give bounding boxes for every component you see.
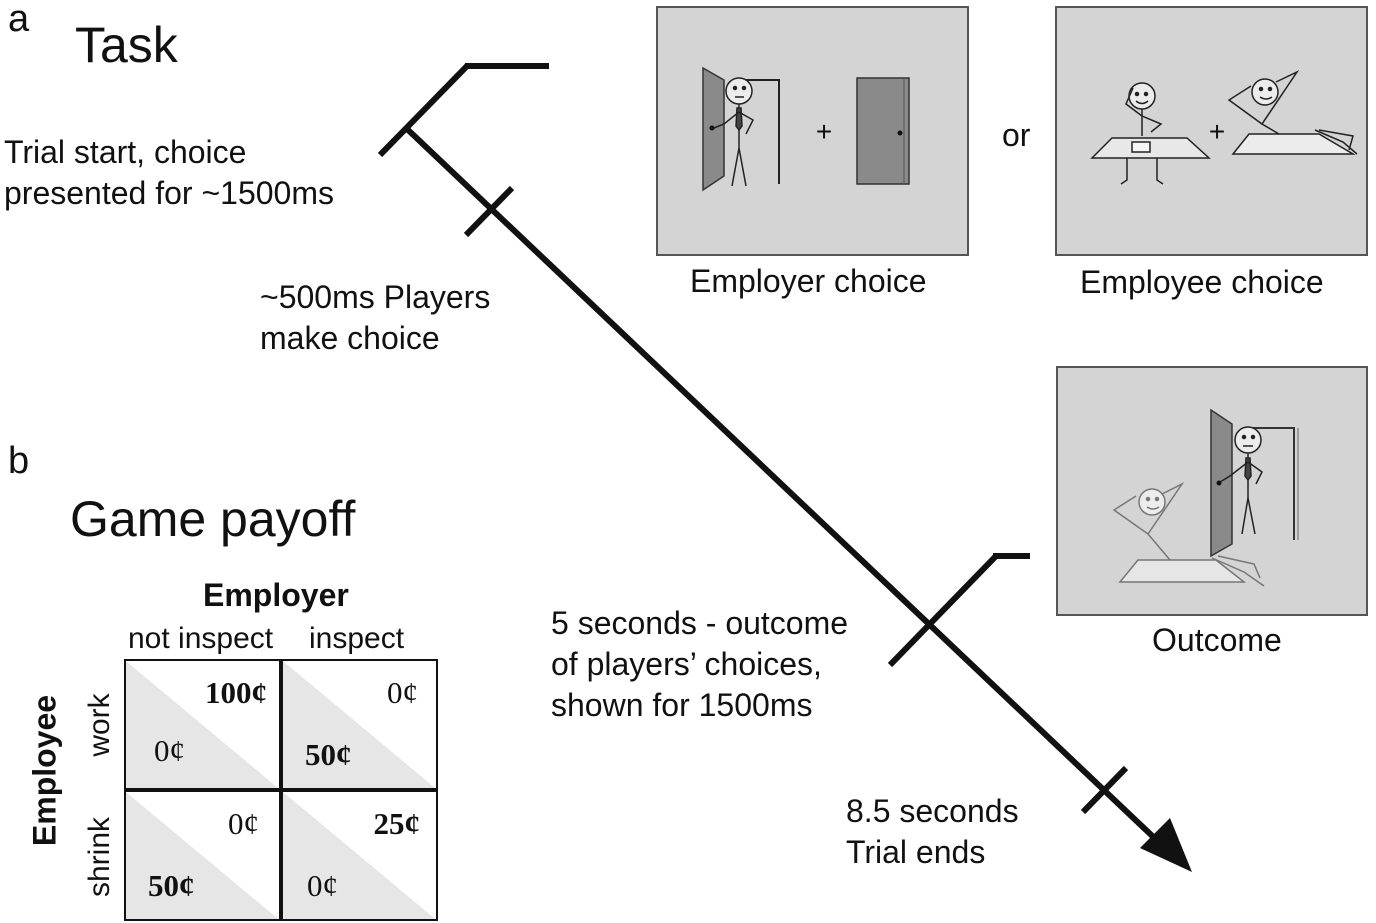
outcome-illustration <box>1112 408 1299 587</box>
timeline-axis <box>403 125 1168 851</box>
payoff-cell-work-inspect: 0¢ 50¢ <box>281 659 438 790</box>
trial-end-label: 8.5 seconds Trial ends <box>846 791 1019 873</box>
timeline-arrowhead <box>1140 818 1192 872</box>
players-choose-line-2: make choice <box>260 320 440 356</box>
shirking-figure-icon <box>1227 70 1358 155</box>
col-label-inspect: inspect <box>309 622 405 655</box>
payoff-cell-shrink-inspect: 25¢ 0¢ <box>281 790 438 921</box>
outcome-timing-line-1: 5 seconds - outcome <box>551 605 849 641</box>
col-label-not-inspect: not inspect <box>128 622 274 655</box>
employer-figure-icon <box>713 77 754 187</box>
payoff-employer-value: 0¢ <box>228 806 259 841</box>
outcome-door-icon <box>1210 408 1299 558</box>
trial-start-line-1: Trial start, choice <box>4 134 247 170</box>
payoff-employee-value: 50¢ <box>148 868 195 903</box>
employee-choice-caption: Employee choice <box>1080 264 1324 300</box>
employer-choice-caption: Employer choice <box>690 263 927 299</box>
trial-start-line-2: presented for ~1500ms <box>4 175 334 211</box>
payoff-employer-value: 25¢ <box>373 806 421 841</box>
tick-trial-end <box>1080 765 1129 815</box>
outcome-caption: Outcome <box>1152 622 1282 658</box>
employee-header: Employee <box>26 694 63 847</box>
players-choose-label: ~500ms Players make choice <box>260 277 490 359</box>
trial-end-line-1: 8.5 seconds <box>846 793 1019 829</box>
trial-start-label: Trial start, choice presented for ~1500m… <box>4 132 334 214</box>
outcome-employer-figure-icon <box>1219 426 1263 535</box>
trial-end-line-2: Trial ends <box>846 834 986 870</box>
row-label-work: work <box>83 693 116 757</box>
tick-players-choice <box>463 185 515 238</box>
row-label-shrink: shrink <box>83 816 116 898</box>
tick-trial-start <box>377 62 471 158</box>
outcome-timing-line-3: shown for 1500ms <box>551 687 813 723</box>
employer-choice-illustration: + <box>702 66 910 192</box>
employer-header: Employer <box>203 577 349 613</box>
panel-a-letter: a <box>8 0 30 40</box>
employer-choice-screen: + <box>656 6 969 256</box>
payoff-matrix: 100¢ 0¢ 0¢ 50¢ 0¢ 50¢ 25¢ 0¢ <box>124 659 438 921</box>
panel-b-title: Game payoff <box>70 491 356 547</box>
employer-fixation-cross: + <box>816 116 832 147</box>
outcome-screen <box>1056 366 1368 616</box>
panel-b-letter: b <box>8 440 30 482</box>
payoff-employee-value: 0¢ <box>307 868 338 903</box>
working-figure-icon <box>1090 82 1211 185</box>
payoff-cell-shrink-not-inspect: 0¢ 50¢ <box>124 790 281 921</box>
outcome-employee-figure-icon <box>1112 482 1265 587</box>
closed-door-icon <box>856 77 910 185</box>
employee-choice-screen: + <box>1055 6 1368 256</box>
payoff-employee-value: 50¢ <box>305 737 352 772</box>
panel-a-title: Task <box>75 17 178 73</box>
payoff-cell-work-not-inspect: 100¢ 0¢ <box>124 659 281 790</box>
payoff-employee-value: 0¢ <box>154 733 185 768</box>
employee-fixation-cross: + <box>1209 116 1225 147</box>
tick-outcome <box>887 553 999 668</box>
employee-choice-illustration: + <box>1090 70 1358 185</box>
open-door-icon <box>702 66 780 192</box>
outcome-timing-line-2: of players’ choices, <box>551 646 822 682</box>
payoff-employer-value: 100¢ <box>205 675 267 710</box>
or-text: or <box>1002 117 1031 153</box>
payoff-employer-value: 0¢ <box>387 675 418 710</box>
players-choose-line-1: ~500ms Players <box>260 279 491 315</box>
outcome-timing-label: 5 seconds - outcome of players’ choices,… <box>551 603 848 726</box>
